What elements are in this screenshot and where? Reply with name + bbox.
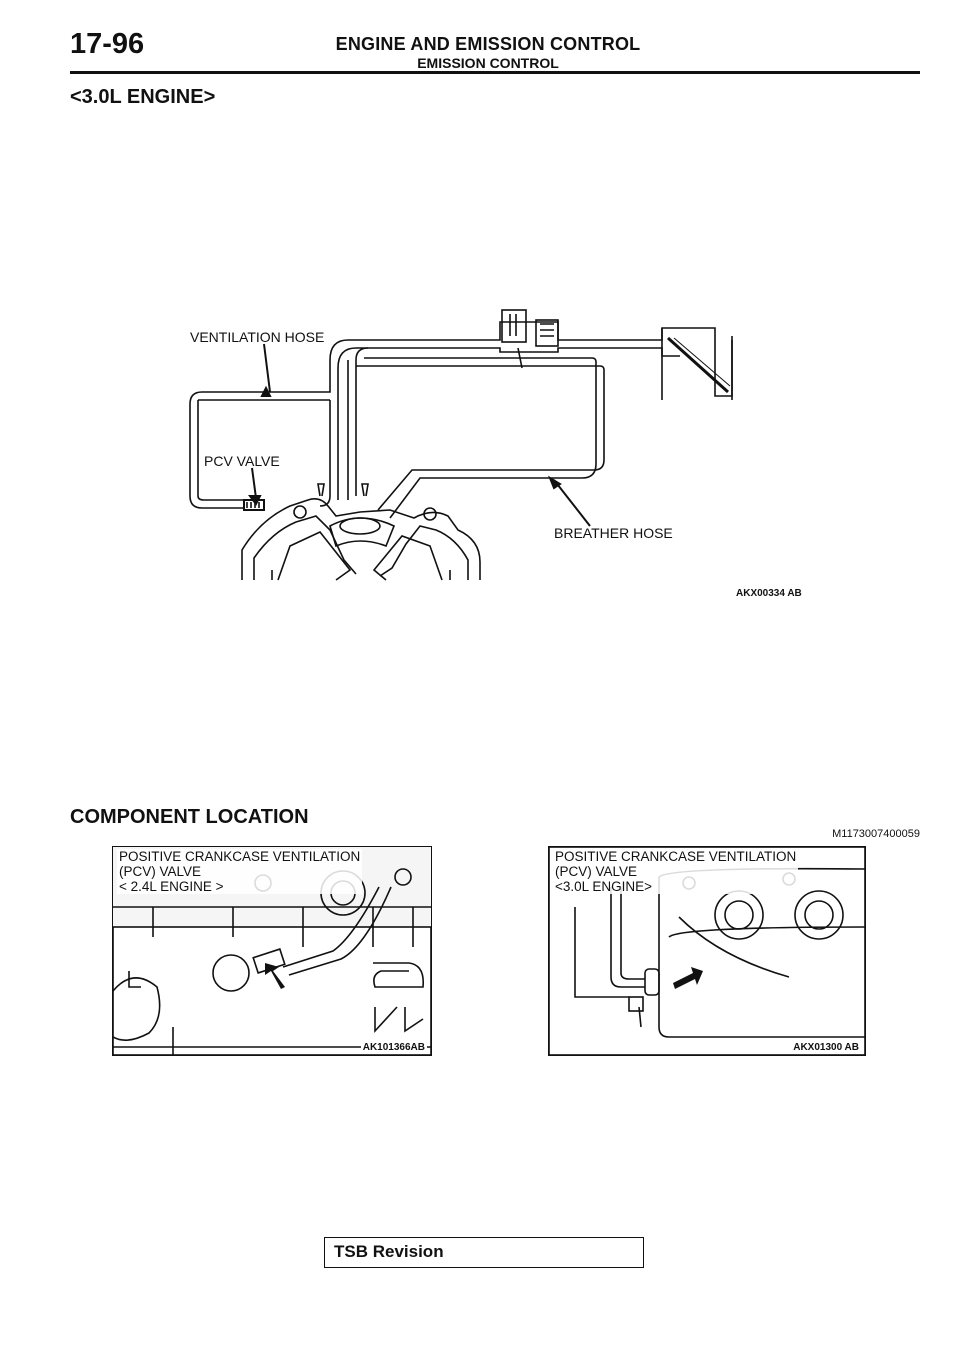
pcv-hose-diagram: VENTILATION HOSE PCV VALVE BREATHER HOSE… [189, 309, 802, 599]
tsb-revision-box [324, 1237, 644, 1268]
page-number: 17-96 [70, 28, 145, 60]
component-location-code: M1173007400059 [832, 828, 920, 840]
section-title: ENGINE AND EMISSION CONTROL [335, 34, 641, 54]
tsb-revision-label: TSB Revision [334, 1242, 444, 1261]
photo-figure-code-2-4l: AK101366AB [360, 1042, 427, 1053]
photo-caption-2-4l: POSITIVE CRANKCASE VENTILATION (PCV) VAL… [117, 849, 363, 894]
subsection-title: EMISSION CONTROL [417, 55, 559, 71]
photo-pcv-valve-3-0l: POSITIVE CRANKCASE VENTILATION (PCV) VAL… [548, 846, 866, 1056]
pcv-valve-label: PCV VALVE [204, 453, 280, 469]
component-location-heading: COMPONENT LOCATION [70, 806, 309, 828]
photo-pcv-valve-2-4l: POSITIVE CRANKCASE VENTILATION (PCV) VAL… [112, 846, 432, 1056]
photo-figure-code-3-0l: AKX01300 AB [791, 1042, 861, 1053]
ventilation-hose-label: VENTILATION HOSE [190, 329, 324, 345]
photo-caption-3-0l: POSITIVE CRANKCASE VENTILATION (PCV) VAL… [553, 849, 799, 894]
breather-hose-label: BREATHER HOSE [554, 525, 673, 541]
header-rule [70, 71, 920, 74]
engine-heading: <3.0L ENGINE> [70, 86, 216, 108]
diagram-figure-code: AKX00334 AB [736, 588, 802, 599]
